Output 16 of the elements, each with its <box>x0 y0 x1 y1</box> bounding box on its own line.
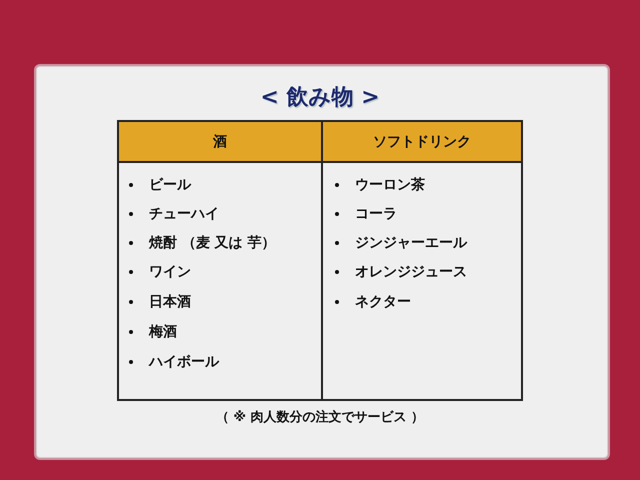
menu-item: ウーロン茶 <box>355 176 425 195</box>
title: < 飲み物 > <box>259 84 381 112</box>
header-cell: ソフトドリンク <box>321 120 523 163</box>
menu-item: オレンジジュース <box>355 263 467 282</box>
menu-item: ジンジャーエール <box>355 234 467 253</box>
menu-item: ネクター <box>355 293 411 312</box>
header-cell: 酒 <box>117 120 323 163</box>
menu-item: ビール <box>149 176 191 195</box>
menu-item: 日本酒 <box>149 293 191 312</box>
footnote: （ ※ 肉人数分の注文でサービス ） <box>214 408 426 426</box>
menu-item: ワイン <box>149 263 191 282</box>
menu-item: チューハイ <box>149 205 219 224</box>
menu-item: コーラ <box>355 205 397 224</box>
menu-item: ハイボール <box>149 353 219 372</box>
menu-item: 梅酒 <box>149 323 177 342</box>
menu-item: 焼酎 （麦 又は 芋） <box>149 234 276 253</box>
